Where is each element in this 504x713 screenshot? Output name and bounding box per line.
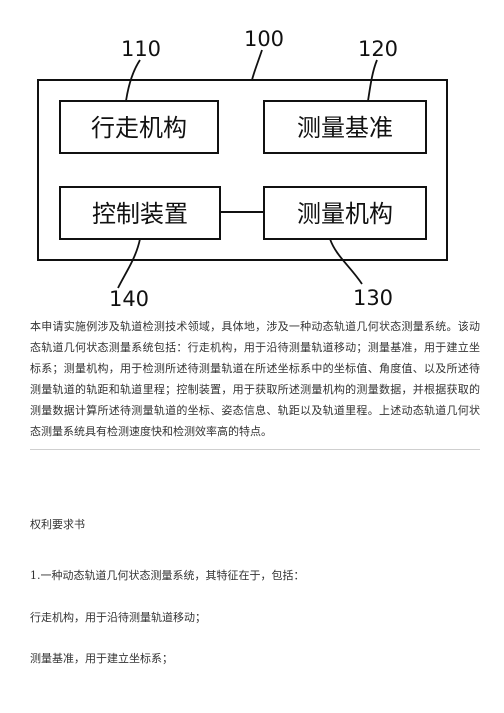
leader-line-control <box>117 238 141 289</box>
outer-system-frame <box>37 79 448 261</box>
measuring-mechanism-label: 测量机构 <box>297 200 393 228</box>
claim-1-item-walking: 行走机构，用于沿待测量轨道移动； <box>30 611 206 624</box>
ref-num-control: 140 <box>109 287 149 311</box>
abstract-paragraph: 本申请实施例涉及轨道检测技术领域，具体地，涉及一种动态轨道几何状态测量系统。该动… <box>30 320 480 438</box>
measurement-reference-box <box>263 100 427 154</box>
ref-num-measuring: 130 <box>353 286 393 310</box>
measurement-reference-label: 测量基准 <box>297 114 393 142</box>
claim-1-intro: 1.一种动态轨道几何状态测量系统，其特征在于，包括： <box>30 569 305 582</box>
ref-num-walking: 110 <box>121 37 161 61</box>
walking-mechanism-label: 行走机构 <box>91 114 187 142</box>
section-divider <box>30 449 480 450</box>
ref-num-reference: 120 <box>358 37 398 61</box>
system-block-diagram: 行走机构 测量基准 控制装置 测量机构 100 110 120 140 130 <box>37 27 448 311</box>
walking-mechanism-box <box>59 100 219 154</box>
ref-num-outer: 100 <box>244 27 284 51</box>
leader-line-outer <box>251 49 263 81</box>
leader-line-measuring <box>329 238 363 285</box>
leader-line-reference <box>367 59 378 102</box>
control-device-label: 控制装置 <box>92 200 188 228</box>
claims-heading: 权利要求书 <box>30 518 85 531</box>
leader-line-walking <box>125 59 141 102</box>
claim-1-item-reference: 测量基准，用于建立坐标系； <box>30 652 173 665</box>
